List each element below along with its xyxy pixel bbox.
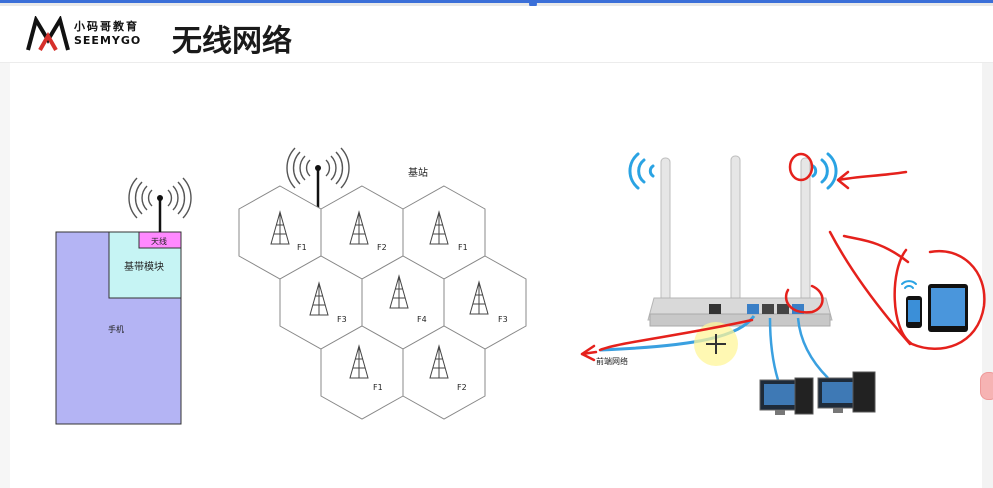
wifi-signal-left-icon xyxy=(628,152,655,190)
antenna-label: 天线 xyxy=(151,236,167,246)
desktop-computer-icon xyxy=(817,371,876,413)
smartphone-icon xyxy=(906,296,922,328)
left-margin xyxy=(0,63,10,488)
cell-label: F1 xyxy=(458,243,468,252)
tower-icon xyxy=(469,280,489,315)
progress-handle[interactable] xyxy=(529,0,537,8)
wan-label: 前端网络 xyxy=(596,356,628,366)
hex-cell: F2 xyxy=(402,325,486,420)
tower-icon xyxy=(349,344,369,379)
wifi-signal-right-icon xyxy=(811,152,838,190)
router-antenna-left xyxy=(660,157,671,305)
seemygo-logo-icon xyxy=(26,16,70,51)
brand-name-cn: 小码哥教育 xyxy=(74,20,139,33)
tower-icon xyxy=(429,344,449,379)
phone-antenna-signal-icon xyxy=(128,177,192,232)
tower-icon xyxy=(429,210,449,245)
router-antenna-middle xyxy=(730,155,741,305)
base-station-signal-icon xyxy=(286,147,350,210)
progress-track xyxy=(0,0,993,3)
annotation-strokes xyxy=(580,152,986,362)
hex-cell: F1 xyxy=(402,185,486,280)
cell-label: F1 xyxy=(297,243,307,252)
cellular-network-diagram: 基站 F1 xyxy=(238,147,527,420)
top-progress-bar xyxy=(0,0,993,8)
page-title: 无线网络 xyxy=(172,24,292,59)
brand-name-en: SEEMYGO xyxy=(74,34,142,47)
phone-label: 手机 xyxy=(108,324,124,334)
base-station-label: 基站 xyxy=(408,166,428,179)
tower-icon xyxy=(349,210,369,245)
baseband-label: 基带模块 xyxy=(124,260,164,273)
lan-cable-2 xyxy=(796,317,829,379)
move-cursor-icon xyxy=(706,334,726,354)
slide-header: 小码哥教育 SEEMYGO 无线网络 xyxy=(0,6,993,63)
right-margin xyxy=(982,63,993,488)
cell-label: F1 xyxy=(373,383,383,392)
tower-icon xyxy=(309,281,329,316)
tablet-icon xyxy=(928,284,968,332)
cell-label: F3 xyxy=(498,315,508,324)
side-scroll-handle[interactable] xyxy=(980,372,993,400)
lan-cable-1 xyxy=(768,317,780,381)
desktop-computer-icon xyxy=(759,377,814,415)
tower-icon xyxy=(270,210,290,245)
wifi-small-icon xyxy=(901,280,917,289)
phone-diagram: 天线 基带模块 手机 xyxy=(55,177,192,425)
hex-cell: F1 xyxy=(320,325,404,420)
cell-label: F3 xyxy=(337,315,347,324)
cell-label: F4 xyxy=(417,315,427,324)
cell-label: F2 xyxy=(457,383,467,392)
router-diagram: 前端网络 xyxy=(580,152,986,415)
cell-label: F2 xyxy=(377,243,387,252)
tower-icon xyxy=(389,274,409,309)
